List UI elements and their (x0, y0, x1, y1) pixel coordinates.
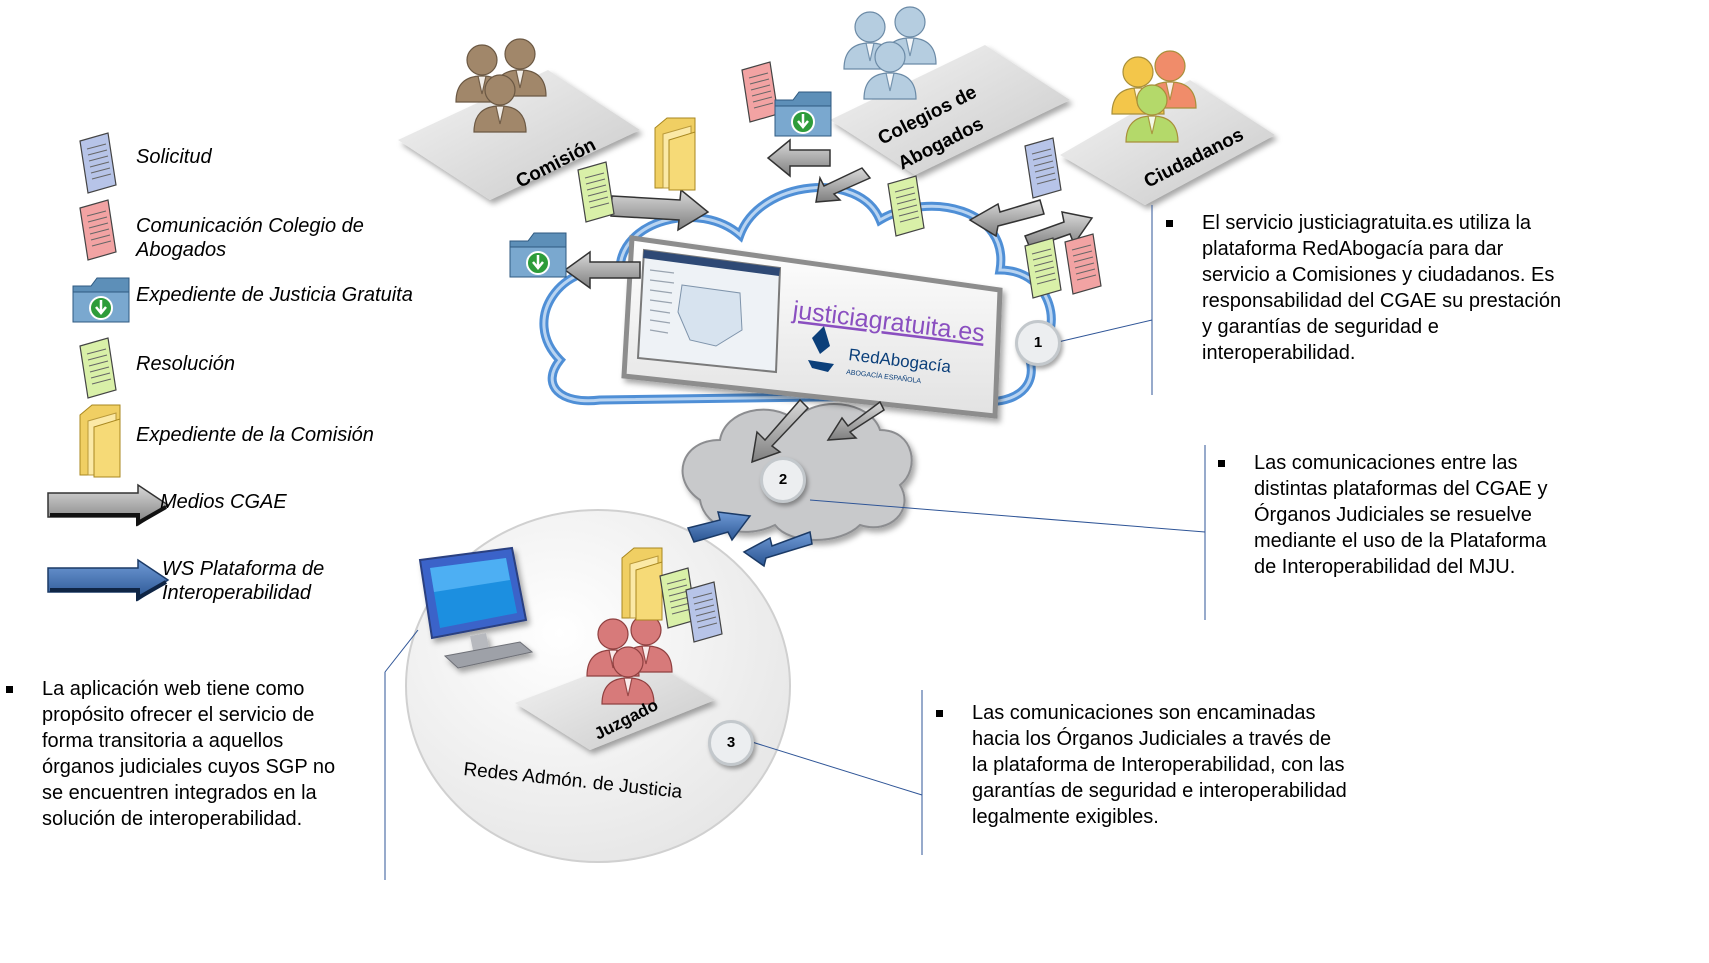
legend-resolucion-label: Resolución (136, 353, 235, 375)
comision-folder-icon (654, 117, 696, 191)
marker-1: 1 (1015, 320, 1061, 366)
comision-pad (398, 70, 640, 200)
legend-solicitud-label: Solicitud (136, 146, 212, 168)
marker-2: 2 (760, 457, 806, 503)
redabogacia-logo-icon (808, 326, 834, 372)
note-3-text: Las comunicaciones son encaminadas hacia… (930, 700, 1350, 830)
note-3: Las comunicaciones son encaminadas hacia… (930, 700, 1350, 830)
ciudadanos-comunicacion-doc-icon (1064, 233, 1102, 295)
platform-screen (621, 235, 1003, 419)
marker-3: 3 (708, 720, 754, 766)
legend-medios-cgae-label: Medios CGAE (160, 491, 287, 513)
gray-arrows (563, 138, 1094, 464)
legend-expediente-comision-label: Expediente de la Comisión (136, 424, 374, 446)
legend-expediente-jg-label: Expediente de Justicia Gratuita (136, 284, 413, 306)
colegios-expediente-folder-icon (773, 90, 833, 138)
note-1-text: El servicio justiciagratuita.es utiliza … (1160, 210, 1565, 366)
legend-expediente-jg-icon (71, 276, 131, 324)
comision-expediente-folder-icon (508, 231, 568, 279)
juzgado-folder-icon (621, 547, 663, 621)
note-4: La aplicación web tiene como propósito o… (0, 676, 360, 832)
legend-comunicacion-label: Comunicación Colegio de Abogados (136, 215, 364, 261)
legend-ws-plataforma-label: WS Plataforma de Interoperabilidad (162, 558, 325, 604)
colegios-pad (830, 45, 1070, 175)
leader-lines (384, 205, 1206, 880)
legend-solicitud-icon (79, 132, 117, 194)
note-2: Las comunicaciones entre las distintas p… (1212, 450, 1562, 580)
ciudadanos-solicitud-doc-icon (1024, 137, 1062, 199)
blue-arrows (686, 511, 813, 568)
computer-monitor-icon (418, 546, 534, 669)
colegios-comunicacion-doc-icon (741, 61, 779, 123)
note-4-text: La aplicación web tiene como propósito o… (0, 676, 360, 832)
comision-resolucion-doc-icon (577, 161, 615, 223)
legend-resolucion-icon (79, 337, 117, 399)
legend-expediente-comision-icon (79, 404, 121, 478)
legend-comunicacion-icon (79, 199, 117, 261)
legend-blue-arrow-icon (47, 558, 170, 602)
note-1: El servicio justiciagratuita.es utiliza … (1160, 210, 1565, 366)
note-2-text: Las comunicaciones entre las distintas p… (1212, 450, 1562, 580)
legend-gray-arrow-icon (47, 483, 170, 527)
